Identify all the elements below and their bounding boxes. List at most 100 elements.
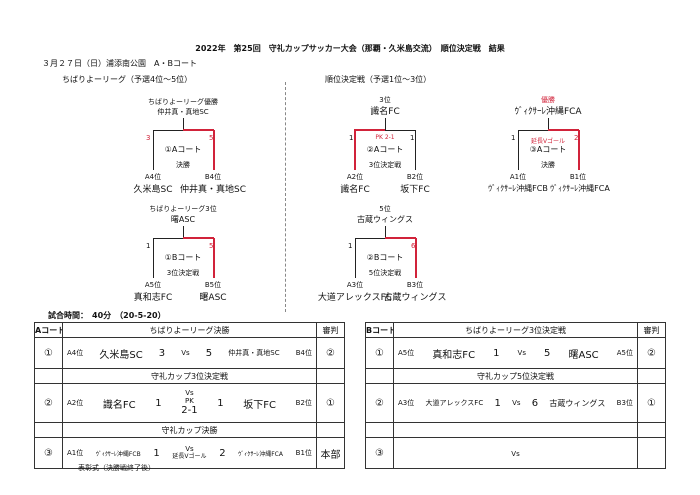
- right-team: ｳﾞｨｸｻｰﾚ沖縄FCA: [550, 184, 610, 193]
- right-score: 5: [209, 134, 214, 142]
- match-label: 守礼カップ5位決定戦: [393, 368, 638, 384]
- section-divider: [285, 82, 286, 312]
- referee-header: 審判: [316, 322, 345, 338]
- right-seed: B2位: [406, 173, 424, 181]
- bracket-title: 3位: [379, 96, 391, 104]
- right-seed: A5位: [616, 349, 633, 357]
- right-team: 曙ASC: [568, 349, 599, 361]
- right-team: ｳﾞｨｸｻｰﾚ沖縄FCA: [238, 450, 283, 458]
- referee: ①: [637, 383, 666, 423]
- right-team: 曙ASC: [199, 293, 227, 303]
- right-seed: B1位: [295, 449, 312, 457]
- left-seed: A2位: [346, 173, 364, 181]
- match-label: 守礼カップ決勝: [62, 422, 317, 438]
- bracket-winner: 識名FC: [370, 107, 400, 117]
- pk-score: 2-1: [181, 405, 198, 417]
- left-score: 1: [153, 447, 160, 459]
- overtime-note: 延長Vゴール: [172, 452, 207, 460]
- pk-label: PK: [185, 396, 194, 405]
- left-seed: A3位: [346, 281, 364, 289]
- right-seed: B4位: [204, 173, 222, 181]
- left-score: 3: [146, 134, 151, 142]
- page-title: 2022年 第25回 守礼カップサッカー大会（那覇・久米島交流） 順位決定戦 結…: [195, 44, 505, 53]
- bracket-winner: ｳﾞｨｸｻｰﾚ沖縄FCA: [514, 107, 582, 117]
- court-header: Aコート: [34, 322, 63, 338]
- referee: ②: [316, 337, 345, 369]
- right-team: 坂下FC: [400, 185, 430, 195]
- bracket-title: 優勝: [541, 96, 555, 104]
- date-venue: ３月２７日（日）浦添南公園 A・Bコート: [42, 59, 197, 68]
- left-team: ｳﾞｨｸｻｰﾚ沖縄FCB: [95, 450, 141, 458]
- match-time: 試合時間： 40分 （20-5-20）: [48, 311, 166, 320]
- left-seed: A1位: [509, 173, 527, 181]
- right-seed: B2位: [295, 399, 312, 407]
- bracket-court: ③Aコート: [529, 145, 567, 154]
- match-number: ①: [34, 337, 63, 369]
- left-seed: A2位: [67, 399, 84, 407]
- table-row: A1位 ｳﾞｨｸｻｰﾚ沖縄FCB 1 Vs 延長Vゴール 2 ｳﾞｨｸｻｰﾚ沖縄…: [62, 437, 317, 469]
- left-score: 1: [348, 242, 353, 250]
- bracket-title: ちばりよーリーグ優勝: [148, 98, 218, 106]
- bracket-round: 3位決定戦: [166, 269, 200, 277]
- right-team: 坂下FC: [243, 399, 277, 411]
- table-row: A5位 真和志FC 1 Vs 5 曙ASC A5位: [393, 337, 638, 369]
- right-team: 仲井真・真地SC: [180, 185, 246, 195]
- right-team: 古蔵ウィングス: [383, 293, 447, 303]
- match-number: ②: [365, 383, 394, 423]
- referee: ②: [637, 337, 666, 369]
- left-team: 識名FC: [102, 399, 136, 411]
- bracket-title: 5位: [379, 205, 391, 213]
- left-score: 3: [158, 347, 166, 359]
- table-row: A2位 識名FC 1 Vs PK 2-1 1 坂下FC B2位: [62, 383, 317, 423]
- match-number: ②: [34, 383, 63, 423]
- vs-label: Vs: [185, 388, 194, 397]
- vs-label: Vs: [512, 399, 521, 407]
- right-seed: B3位: [406, 281, 424, 289]
- right-section-title: 順位決定戦（予選1位～3位）: [325, 75, 432, 84]
- bracket-court: ②Aコート: [366, 145, 404, 154]
- left-team: 久米島SC: [99, 349, 143, 361]
- right-team: 仲井真・真地SC: [228, 349, 280, 357]
- left-score: 1: [349, 134, 354, 142]
- right-seed: B3位: [616, 399, 633, 407]
- bracket-court: ②Bコート: [366, 253, 404, 262]
- bracket-round: 決勝: [176, 161, 190, 169]
- referee: ①: [316, 383, 345, 423]
- right-score: 2: [219, 447, 226, 459]
- bracket-title: ちばりよーリーグ3位: [149, 205, 217, 213]
- match-label: 守礼カップ3位決定戦: [62, 368, 317, 384]
- left-team: 大道アレックスFC: [425, 399, 484, 407]
- bracket-winner: 仲井真・真地SC: [157, 108, 209, 116]
- bracket-court: ①Aコート: [164, 145, 202, 154]
- vs-label: Vs: [185, 444, 194, 453]
- left-seed: A4位: [144, 173, 162, 181]
- left-seed: A4位: [67, 349, 84, 357]
- left-team: 識名FC: [340, 185, 370, 195]
- table-row: A3位 大道アレックスFC 1 Vs 6 古蔵ウィングス B3位: [393, 383, 638, 423]
- right-score: 5: [209, 242, 214, 250]
- left-score: 1: [493, 347, 500, 359]
- left-score: 1: [146, 242, 151, 250]
- bracket-court: ①Bコート: [164, 253, 202, 262]
- right-score: 1: [217, 397, 224, 409]
- left-team: 真和志FC: [133, 293, 173, 303]
- match-number: ③: [34, 437, 63, 469]
- schedule-table-a: Aコート ちばりよーリーグ決勝 審判 ① A4位 久米島SC 3 Vs 5 仲井…: [34, 322, 345, 469]
- table-row: A4位 久米島SC 3 Vs 5 仲井真・真地SC B4位: [62, 337, 317, 369]
- bracket-round: 3位決定戦: [368, 161, 402, 169]
- right-score: 6: [411, 242, 416, 250]
- left-score: 1: [494, 397, 501, 409]
- match-label: ちばりよーリーグ3位決定戦: [393, 322, 638, 338]
- right-score: 5: [205, 347, 213, 359]
- left-seed: A1位: [67, 449, 84, 457]
- bracket-winner: 古蔵ウィングス: [357, 215, 413, 224]
- match-number: ③: [365, 437, 394, 469]
- bracket-winner: 曙ASC: [170, 215, 196, 224]
- schedule-table-b: Bコート ちばりよーリーグ3位決定戦 審判 ① A5位 真和志FC 1 Vs 5…: [365, 322, 666, 469]
- right-seed: B4位: [295, 349, 312, 357]
- left-section-title: ちばりよーリーグ（予選4位～5位）: [62, 75, 193, 84]
- pk-score: PK 2-1: [375, 134, 395, 141]
- right-team: 古蔵ウィングス: [549, 398, 606, 408]
- right-score: 6: [531, 397, 539, 409]
- match-label: [393, 422, 638, 438]
